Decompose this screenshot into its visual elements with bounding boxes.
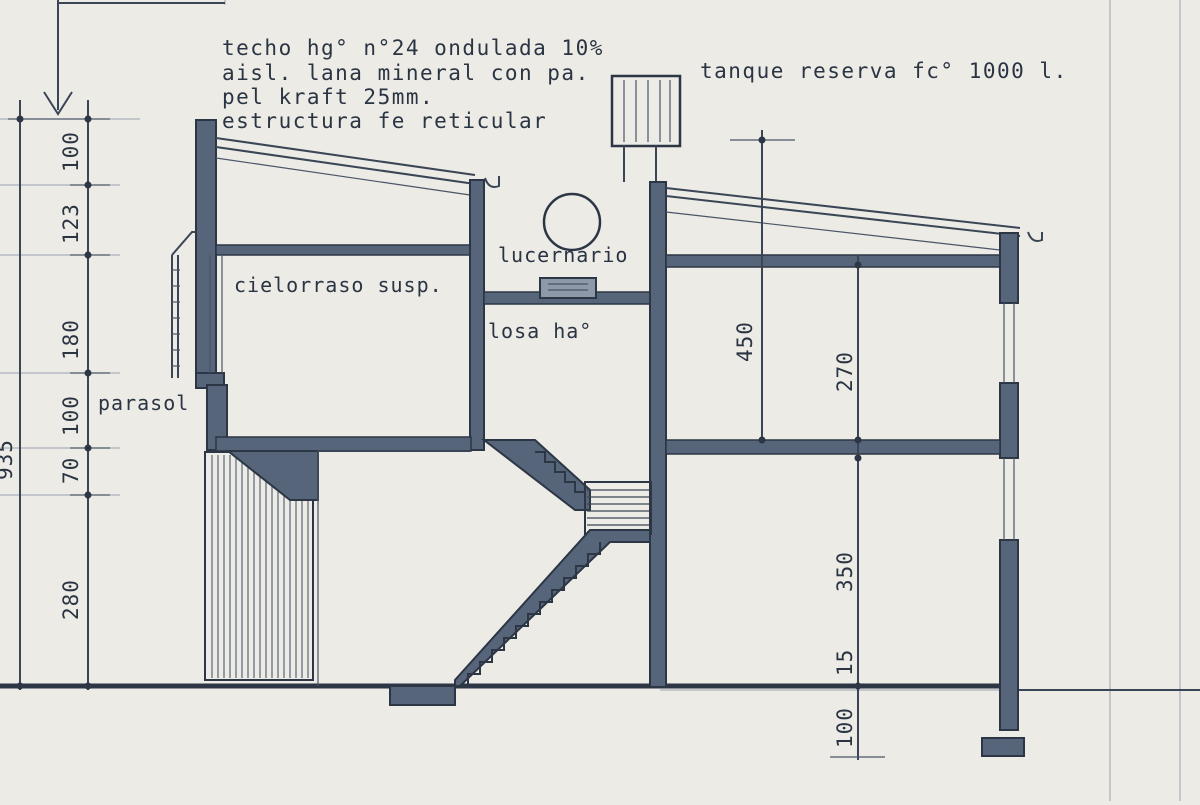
roof-note-line3: pel kraft 25mm.	[222, 85, 434, 109]
water-tank	[610, 74, 682, 182]
right-dimensions: 450 270 350 15 100	[733, 321, 857, 748]
label-skylight: lucernario	[498, 243, 628, 267]
stair-steps	[456, 451, 601, 687]
label-sunshade: parasol	[98, 391, 189, 415]
dim-left-total: 935	[0, 439, 17, 480]
dim-right-350: 350	[833, 551, 857, 592]
dim-left-70: 70	[59, 457, 83, 484]
tank-note: tanque reserva fc° 1000 l.	[700, 59, 1068, 83]
dim-left-180: 180	[59, 319, 83, 360]
center-block	[317, 74, 682, 706]
left-dimension-chain: 100 123 180 100 70 280 935	[0, 100, 110, 690]
label-ceiling: cielorraso susp.	[234, 273, 443, 297]
dim-left-100-mid: 100	[59, 395, 83, 436]
dim-left-100-top: 100	[59, 131, 83, 172]
dim-right-15: 15	[833, 649, 857, 676]
dim-right-100: 100	[833, 707, 857, 748]
roof-note-line4: estructura fe reticular	[222, 109, 547, 133]
stair-step-profile	[456, 542, 601, 687]
dim-left-280: 280	[59, 579, 83, 620]
stair-treads	[587, 489, 649, 533]
left-block	[171, 119, 500, 681]
label-slab: losa ha°	[488, 319, 592, 343]
right-block	[665, 130, 1043, 760]
sunshade-louvers	[172, 269, 180, 367]
dim-right-450: 450	[733, 321, 757, 362]
stair-upper-profile	[535, 451, 586, 502]
room-labels: lucernario cielorraso susp. losa ha° par…	[98, 243, 628, 415]
dim-right-270: 270	[833, 351, 857, 392]
ground-line	[0, 683, 1200, 691]
roof-notes: techo hg° n°24 ondulada 10% aisl. lana m…	[222, 36, 1068, 133]
roof-note-line1: techo hg° n°24 ondulada 10%	[222, 36, 604, 60]
dim-left-123: 123	[59, 203, 83, 244]
level-reference-arrow	[43, 0, 225, 116]
roof-note-line2: aisl. lana mineral con pa.	[222, 61, 590, 85]
